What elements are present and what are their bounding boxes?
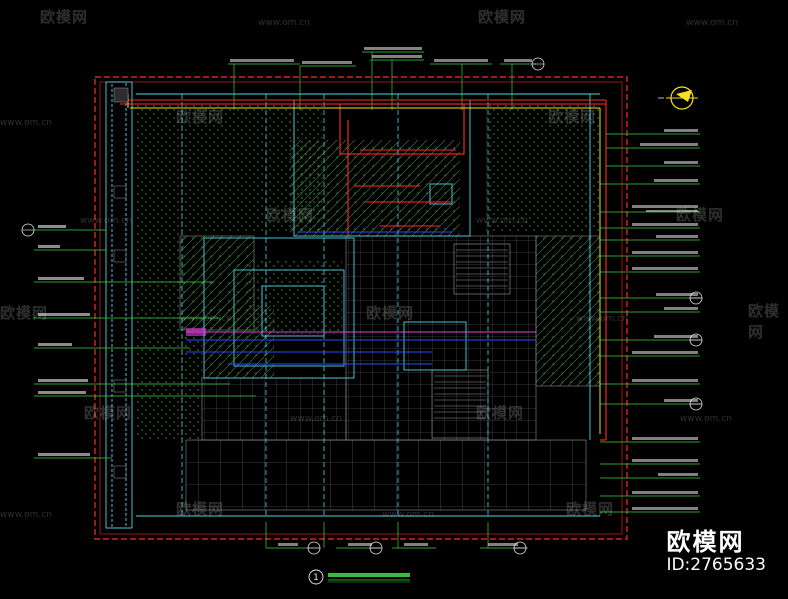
red-pipes bbox=[120, 99, 607, 441]
watermark-logo: 欧模网 bbox=[176, 500, 225, 518]
watermark: www.om.cn bbox=[686, 10, 738, 29]
brand-stamp: 欧模网 ID:2765633 bbox=[666, 522, 766, 575]
watermark-logo: 欧模网 bbox=[40, 8, 89, 26]
watermark: www.om.cn bbox=[80, 208, 132, 227]
site-boundary-inner bbox=[99, 81, 623, 535]
north-arrow-icon bbox=[658, 86, 698, 110]
watermark: 欧模网 bbox=[566, 498, 614, 519]
watermark-url: www.om.cn bbox=[180, 314, 232, 324]
bottom-section-markers bbox=[307, 541, 527, 555]
watermark: www.om.cn bbox=[180, 306, 232, 325]
watermark: 欧模网 bbox=[476, 402, 524, 423]
stairs bbox=[434, 249, 508, 419]
watermark-logo: 欧模网 bbox=[266, 206, 315, 224]
watermark-logo: 欧模网 bbox=[0, 304, 49, 322]
watermark-logo: 欧模网 bbox=[676, 206, 725, 224]
watermark-url: www.om.cn bbox=[680, 414, 732, 424]
watermark: www.om.cn bbox=[290, 406, 342, 425]
watermark-logo: 欧模网 bbox=[478, 8, 527, 26]
watermark: 欧模网 bbox=[0, 302, 48, 323]
watermark: www.om.cn bbox=[382, 502, 434, 521]
watermark-url: www.om.cn bbox=[290, 414, 342, 424]
watermark-url: www.om.cn bbox=[0, 118, 52, 128]
watermark-url: www.om.cn bbox=[0, 510, 52, 520]
watermark-url: www.om.cn bbox=[686, 18, 738, 28]
watermark: www.om.cn bbox=[0, 502, 52, 521]
watermark-url: www.om.cn bbox=[258, 18, 310, 28]
watermark: www.om.cn bbox=[258, 10, 310, 29]
watermark-logo: 欧模网 bbox=[748, 302, 781, 341]
watermark: 欧模网 bbox=[366, 302, 414, 323]
watermark: 欧模网 bbox=[266, 204, 314, 225]
right-labels bbox=[632, 129, 698, 510]
watermark: 欧模网 bbox=[676, 204, 724, 225]
bottom-labels bbox=[278, 543, 518, 546]
watermark-logo: 欧模网 bbox=[176, 108, 225, 126]
top-annotation-text bbox=[230, 47, 532, 64]
section-marker-icon bbox=[308, 569, 324, 585]
watermark: 欧模网 bbox=[176, 498, 224, 519]
watermark-url: www.om.cn bbox=[80, 216, 132, 226]
structure-outlines bbox=[105, 81, 600, 529]
drawing-title-block: 1 bbox=[308, 569, 410, 585]
brand-logo: 欧模网 bbox=[666, 528, 745, 556]
watermark-url: www.om.cn bbox=[476, 216, 528, 226]
top-section-markers bbox=[531, 57, 545, 71]
watermark: 欧模网 bbox=[84, 402, 132, 423]
watermark-url: www.om.cn bbox=[576, 314, 628, 324]
watermark-logo: 欧模网 bbox=[476, 404, 525, 422]
vertical-guides bbox=[181, 94, 489, 516]
watermark: 欧模网 bbox=[748, 300, 788, 342]
watermark: 欧模网 bbox=[40, 6, 88, 27]
site-boundary bbox=[94, 76, 628, 540]
left-section-marker bbox=[21, 223, 35, 237]
blue-magenta-pipes bbox=[186, 231, 536, 365]
watermark-logo: 欧模网 bbox=[566, 500, 615, 518]
watermark-logo: 欧模网 bbox=[548, 108, 597, 126]
watermark: www.om.cn bbox=[680, 406, 732, 425]
section-number: 1 bbox=[313, 573, 319, 583]
watermark: 欧模网 bbox=[176, 106, 224, 127]
watermark: www.om.cn bbox=[576, 306, 628, 325]
brand-id: ID:2765633 bbox=[666, 555, 766, 575]
watermark: 欧模网 bbox=[548, 106, 596, 127]
left-strip-boxes bbox=[113, 87, 129, 479]
watermark: www.om.cn bbox=[476, 208, 528, 227]
watermark: www.om.cn bbox=[0, 110, 52, 129]
left-labels bbox=[38, 225, 90, 456]
top-annotations bbox=[228, 51, 536, 110]
right-section-markers bbox=[689, 291, 703, 411]
watermark-url: www.om.cn bbox=[382, 510, 434, 520]
watermark: 欧模网 bbox=[478, 6, 526, 27]
watermark-logo: 欧模网 bbox=[366, 304, 415, 322]
watermark-logo: 欧模网 bbox=[84, 404, 133, 422]
left-leaders bbox=[34, 229, 256, 459]
